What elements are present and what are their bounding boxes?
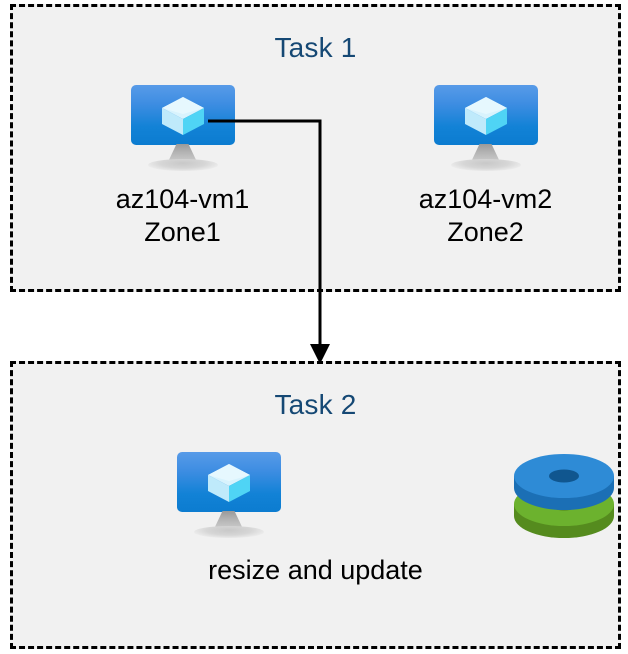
- virtual-machine-icon: [130, 85, 235, 171]
- node-az104-vm2[interactable]: az104-vm2 Zone2: [343, 85, 628, 249]
- cube-glyph: [464, 97, 507, 135]
- task-1-container: Task 1 az104-vm1 Zone1: [10, 4, 621, 292]
- virtual-machine-icon: [433, 85, 538, 171]
- monitor-stand: [213, 511, 244, 530]
- disk-blue: [514, 454, 614, 510]
- monitor-stand: [470, 144, 501, 163]
- task-2-icon-row: [13, 452, 618, 538]
- monitor-stand: [167, 144, 198, 163]
- node-label-vm2: az104-vm2 Zone2: [418, 184, 553, 247]
- virtual-machine-icon[interactable]: [176, 452, 281, 538]
- cube-glyph: [161, 97, 204, 135]
- cube-glyph: [207, 464, 250, 502]
- task-2-container: Task 2: [10, 361, 621, 649]
- monitor-base: [147, 159, 218, 171]
- monitor-base: [193, 526, 264, 538]
- task-1-title: Task 1: [274, 32, 357, 63]
- task-2-caption: resize and update: [208, 555, 423, 585]
- monitor-base: [450, 159, 521, 171]
- task-2-title: Task 2: [274, 389, 357, 420]
- node-az104-vm1[interactable]: az104-vm1 Zone1: [40, 85, 325, 249]
- managed-disks-icon[interactable]: [510, 454, 618, 538]
- node-label-vm1: az104-vm1 Zone1: [115, 184, 250, 247]
